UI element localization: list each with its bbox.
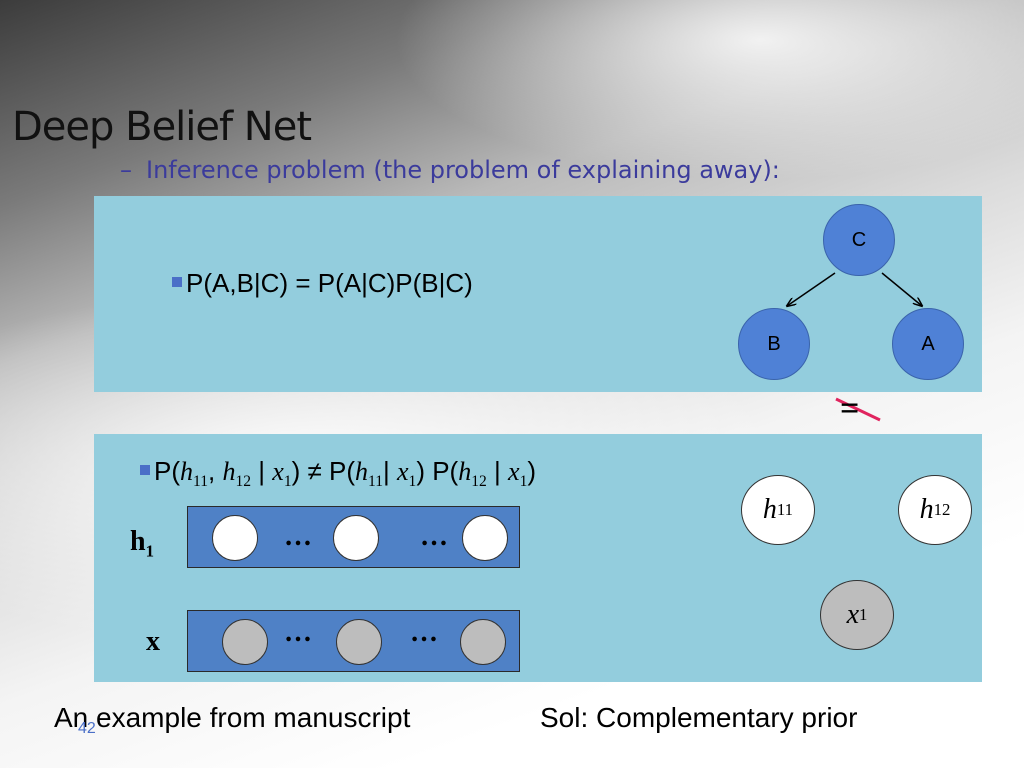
independence-equation: P(A,B|C) = P(A|C)P(B|C) <box>172 268 473 299</box>
hidden-unit <box>462 515 508 561</box>
eq-part: ) ≠ P( <box>291 456 355 486</box>
slide-title: Deep Belief Net <box>12 104 312 150</box>
ellipsis: … <box>284 617 312 648</box>
eq-part: | <box>383 456 397 486</box>
eq-part: | <box>251 456 273 486</box>
visible-unit <box>460 619 506 665</box>
node-c: C <box>823 204 895 276</box>
equation-text: P(A,B|C) = P(A|C)P(B|C) <box>186 268 473 298</box>
explaining-away-equation: P(h11, h12 | x1) ≠ P(h11| x1) P(h12 | x1… <box>140 456 536 491</box>
arrow-c-to-b <box>787 272 836 306</box>
eq-part: P( <box>154 456 180 486</box>
node-a: A <box>892 308 964 380</box>
visible-layer-label: x <box>146 626 160 657</box>
bullet-icon <box>140 465 150 476</box>
ellipsis: … <box>410 617 438 648</box>
eq-x1: x1 <box>396 457 417 491</box>
hidden-layer-label: h1 <box>130 526 154 561</box>
strike-line <box>835 397 881 422</box>
ellipsis: … <box>284 521 312 552</box>
page-number: 42 <box>78 720 96 737</box>
node-b: B <box>738 308 810 380</box>
eq-part: , <box>208 456 223 486</box>
visible-unit <box>222 619 268 665</box>
eq-part: ) <box>527 456 537 486</box>
footer-solution-caption: Sol: Complementary prior <box>540 702 858 733</box>
eq-part: ) P( <box>416 456 459 486</box>
hidden-unit <box>333 515 379 561</box>
eq-x1: x1 <box>508 457 528 491</box>
eq-h11: h11 <box>180 457 209 491</box>
hidden-unit <box>212 515 258 561</box>
eq-part: | <box>486 456 509 486</box>
eq-x1: x1 <box>272 457 292 491</box>
visible-layer: … … <box>187 610 520 672</box>
ellipsis: … <box>420 521 448 552</box>
eq-h11: h11 <box>354 457 383 491</box>
subtitle-text: Inference problem (the problem of explai… <box>146 156 780 184</box>
slide-subtitle: –Inference problem (the problem of expla… <box>120 156 780 184</box>
visible-unit <box>336 619 382 665</box>
arrow-c-to-a <box>881 272 922 306</box>
equals-symbol-struck: = <box>840 390 860 427</box>
subtitle-dash: – <box>120 156 132 184</box>
footer-example-caption: An example from manuscript <box>54 702 411 733</box>
eq-h12: h12 <box>458 457 487 491</box>
eq-h12: h12 <box>222 457 252 491</box>
hidden-layer: … … <box>187 506 520 568</box>
bullet-icon <box>172 277 182 288</box>
